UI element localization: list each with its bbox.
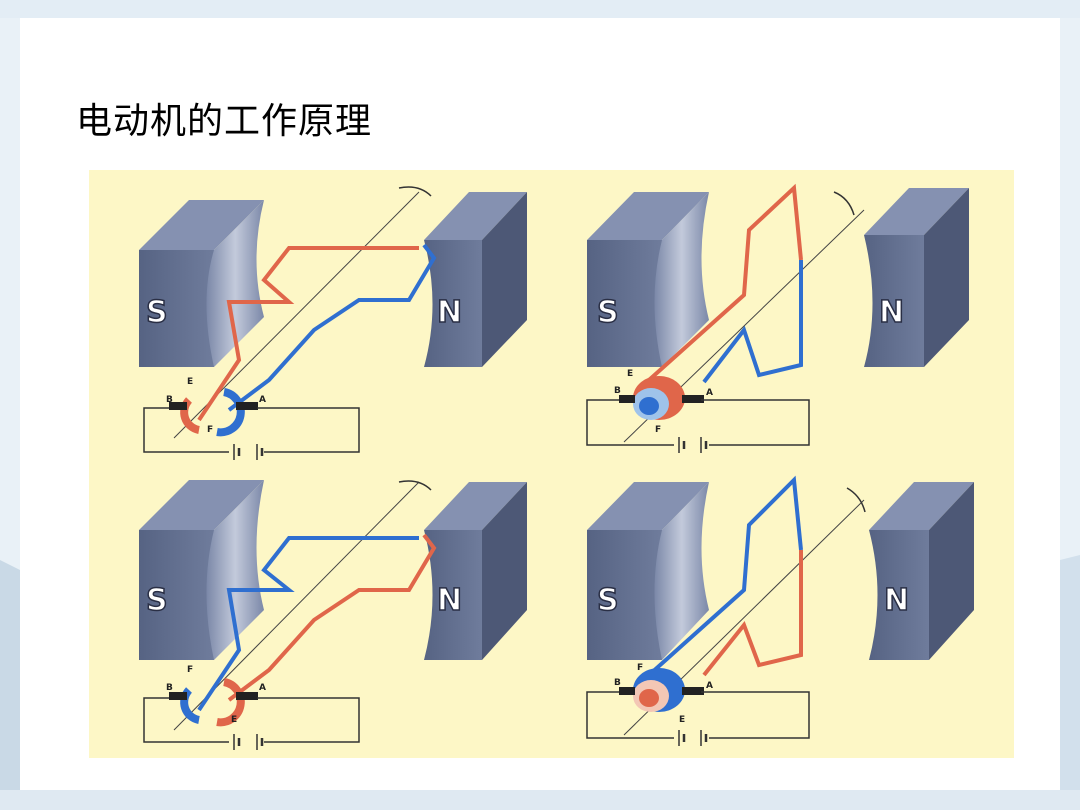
north-pole-label: N xyxy=(437,583,462,618)
south-pole-label: S xyxy=(597,583,619,618)
south-magnet: S xyxy=(587,192,709,367)
diagram-panel-3: S N F B A E xyxy=(139,480,527,750)
diagram-panel-4: S N F B A E xyxy=(586,475,974,746)
south-magnet: S xyxy=(139,200,264,367)
slide-title: 电动机的工作原理 xyxy=(76,101,373,142)
terminal-b: B xyxy=(614,386,621,396)
north-magnet: N xyxy=(864,188,969,367)
terminal-e: E xyxy=(627,369,633,379)
north-magnet: N xyxy=(424,482,527,660)
north-pole-label: N xyxy=(879,295,904,330)
terminal-f: F xyxy=(637,663,643,673)
terminal-e: E xyxy=(679,715,685,725)
terminal-a: A xyxy=(259,395,266,405)
motor-principle-figure: S N E B A F xyxy=(89,170,1014,758)
terminal-a: A xyxy=(259,683,266,693)
terminal-e: E xyxy=(187,377,193,387)
north-pole-label: N xyxy=(437,295,462,330)
north-magnet: N xyxy=(869,482,974,660)
diagram-panel-2: S N E B A F xyxy=(586,183,969,453)
terminal-e: E xyxy=(231,715,237,725)
north-pole-label: N xyxy=(884,583,909,618)
terminal-a: A xyxy=(706,388,713,398)
terminal-b: B xyxy=(166,683,173,693)
south-magnet: S xyxy=(587,482,709,660)
terminal-b: B xyxy=(614,678,621,688)
terminal-b: B xyxy=(166,395,173,405)
north-magnet: N xyxy=(424,192,527,367)
south-magnet: S xyxy=(139,480,264,660)
terminal-a: A xyxy=(706,681,713,691)
terminal-f: F xyxy=(187,665,193,675)
south-pole-label: S xyxy=(146,295,168,330)
south-pole-label: S xyxy=(597,295,619,330)
south-pole-label: S xyxy=(146,583,168,618)
terminal-f: F xyxy=(207,425,213,435)
terminal-f: F xyxy=(655,425,661,435)
diagram-panel-1: S N E B A F xyxy=(139,186,527,460)
